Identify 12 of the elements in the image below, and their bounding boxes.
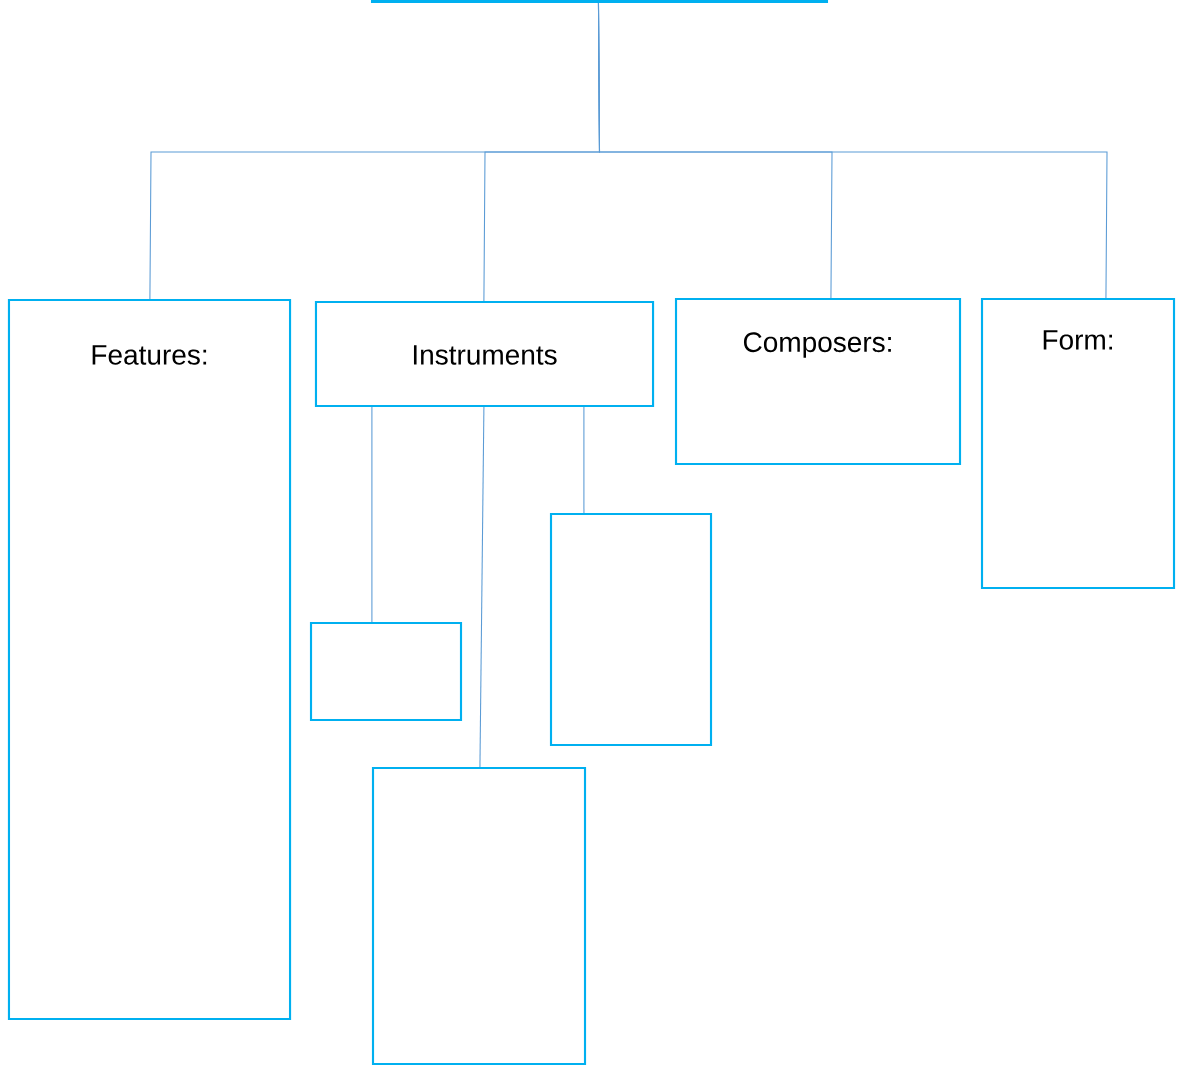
category-box: Features: [7,298,292,1021]
empty-box [309,621,463,722]
connector-line [479,406,485,768]
category-box: Composers: [674,297,962,466]
connector-line [371,406,373,623]
empty-box [370,0,829,4]
empty-box [549,512,713,747]
empty-box [371,766,587,1066]
connector-line [583,406,585,514]
category-box: Instruments [314,300,655,408]
connector-line [597,2,1108,299]
category-box: Form: [980,297,1176,590]
